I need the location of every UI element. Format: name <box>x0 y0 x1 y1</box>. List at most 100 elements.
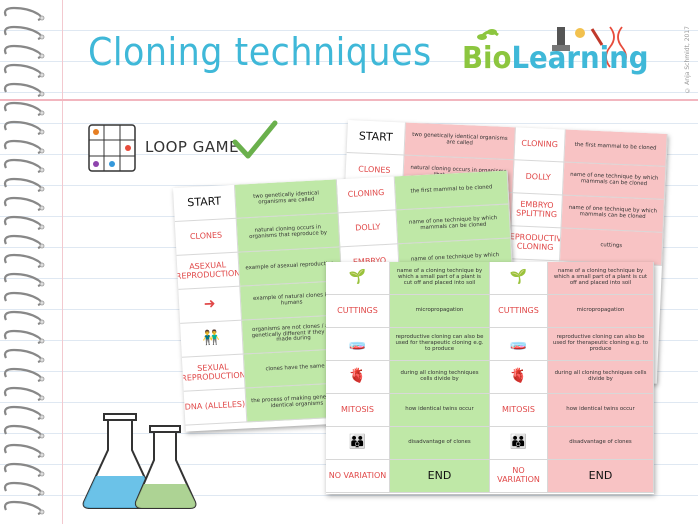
card-description: example of asexual reproduction <box>245 260 335 271</box>
binding-hole <box>39 72 45 78</box>
card-term-cell: START <box>173 184 237 222</box>
binding-hole <box>39 205 45 211</box>
card-description-cell: during all cloning techniques cells divi… <box>548 361 654 394</box>
checkmark-icon <box>232 120 278 159</box>
spiral-ring <box>3 500 43 516</box>
logo-illustration-icon <box>477 26 627 68</box>
card-description-cell: name of a cloning technique by which a s… <box>390 262 490 295</box>
card-description: END <box>588 468 613 482</box>
card-term: CLONES <box>189 230 223 242</box>
card-description: during all cloning techniques cells divi… <box>554 370 647 382</box>
binding-hole <box>39 167 45 173</box>
page-title: Cloning techniques <box>88 30 432 74</box>
binding-hole <box>39 490 45 496</box>
card-description-cell: END <box>390 460 490 493</box>
spiral-ring <box>3 101 43 117</box>
binding-hole <box>39 15 45 21</box>
card-description: END <box>427 468 452 482</box>
card-term-cell: CUTTINGS <box>490 295 548 328</box>
logo-text: BioLearning <box>462 41 649 76</box>
card-description-cell: during all cloning techniques cells divi… <box>390 361 490 394</box>
card-term-cell: MITOSIS <box>490 394 548 427</box>
card-term-cell: CLONES <box>174 218 239 256</box>
binding-hole <box>39 319 45 325</box>
card-term-cell: 👪 <box>490 427 548 460</box>
card-term: CLONING <box>521 138 559 149</box>
card-term-cell: 🧫 <box>326 328 390 361</box>
card-term: START <box>358 129 394 144</box>
therapeutic-cell-icon: 🧫 <box>509 335 528 352</box>
spiral-ring <box>3 234 43 250</box>
card-description-cell: END <box>548 460 654 493</box>
copyright-text: © Anja Schmidt, 2017 <box>684 26 691 94</box>
spiral-ring <box>3 272 43 288</box>
card-term-cell: 🧫 <box>490 328 548 361</box>
card-term-cell: START <box>346 120 406 156</box>
binding-hole <box>39 414 45 420</box>
card-description: cuttings <box>600 242 623 250</box>
card-description: example of natural clones in humans <box>252 291 330 307</box>
spiral-ring <box>3 253 43 269</box>
spiral-ring <box>3 177 43 193</box>
card-term-cell: MITOSIS <box>326 394 390 427</box>
organs-icon: 🫀 <box>509 368 528 385</box>
margin-line <box>62 0 63 524</box>
card-term-cell: 🌱 <box>326 262 390 295</box>
card-term-cell: CLONING <box>336 176 397 214</box>
card-description: name of one technique by which mammals c… <box>408 214 498 231</box>
header-line <box>0 99 698 101</box>
card-term: REPRODUCTIVE CLONING <box>510 232 562 253</box>
card-term-cell: EMBRYO SPLITTING <box>511 193 563 229</box>
binding-hole <box>39 376 45 382</box>
card-description: the first mammal to be cloned <box>410 183 493 195</box>
card-description-cell: two genetically identical organisms are … <box>404 122 516 161</box>
card-description-cell: micropropagation <box>390 295 490 328</box>
loop-card-sheet-front: 🌱 name of a cloning technique by which a … <box>326 262 654 494</box>
twins-icon: 👬 <box>202 329 221 347</box>
card-term: ASEXUAL REPRODUCTION <box>176 260 241 281</box>
card-term-cell: 🌱 <box>490 262 548 295</box>
therapeutic-cell-icon: 🧫 <box>348 335 367 352</box>
binding-hole <box>39 338 45 344</box>
spiral-ring <box>3 196 43 212</box>
card-description-cell: name of one technique by which mammals c… <box>562 162 667 200</box>
card-term-cell: NO VARIATION <box>490 460 548 493</box>
card-term-cell: REPRODUCTIVE CLONING <box>510 226 562 262</box>
card-term: CLONING <box>347 188 385 199</box>
card-description: disadvantage of clones <box>569 439 632 446</box>
spiral-ring <box>3 139 43 155</box>
binding-hole <box>39 357 45 363</box>
card-description: micropropagation <box>415 307 464 314</box>
card-description-cell: micropropagation <box>548 295 654 328</box>
spiral-ring <box>3 424 43 440</box>
card-term: CLONES <box>358 164 391 175</box>
binding-hole <box>39 243 45 249</box>
loop-game-cards-icon <box>88 124 136 172</box>
card-term: SEXUAL REPRODUCTION <box>181 362 246 383</box>
identical-people-icon: 👪 <box>509 434 528 451</box>
card-term-cell: 👪 <box>326 427 390 460</box>
card-term-cell: CUTTINGS <box>326 295 390 328</box>
card-description: name of a cloning technique by which a s… <box>396 268 483 286</box>
card-term-cell: 👬 <box>180 320 244 358</box>
card-term-cell: ASEXUAL REPRODUCTION <box>176 252 241 290</box>
spiral-ring <box>3 310 43 326</box>
card-term: NO VARIATION <box>328 470 387 480</box>
card-description: how identical twins occur <box>405 406 474 413</box>
binding-hole <box>39 262 45 268</box>
card-description: two genetically identical organisms are … <box>412 131 508 147</box>
card-term: MITOSIS <box>341 404 374 414</box>
spiral-ring <box>3 120 43 136</box>
binding-hole <box>39 300 45 306</box>
card-term: NO VARIATION <box>497 466 540 484</box>
card-term: START <box>187 194 222 210</box>
binding-hole <box>39 34 45 40</box>
binding-hole <box>39 471 45 477</box>
plant-cutting-icon: 🌱 <box>509 269 528 286</box>
binding-hole <box>39 148 45 154</box>
spiral-ring <box>3 481 43 497</box>
card-description: disadvantage of clones <box>408 439 471 446</box>
binding-hole <box>39 224 45 230</box>
card-description: clones have the same <box>265 362 325 372</box>
identical-people-icon: 👪 <box>348 434 367 451</box>
